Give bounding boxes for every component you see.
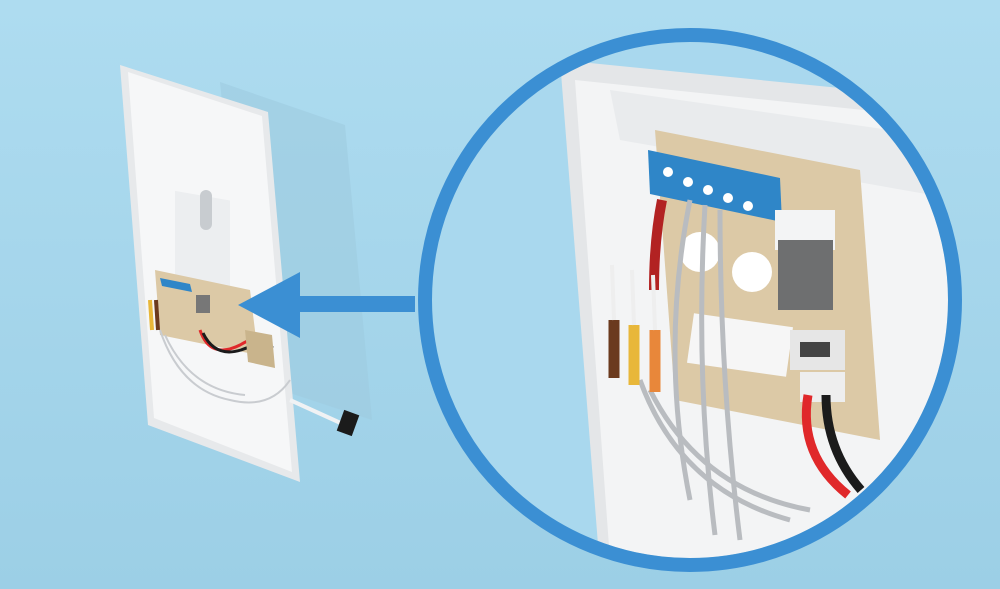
- screw: [680, 232, 720, 272]
- magnified-view: [432, 42, 948, 558]
- callout-arrow: [238, 272, 415, 338]
- screw: [732, 252, 772, 292]
- chip: [778, 240, 833, 310]
- callout-ring: [418, 28, 962, 572]
- wall-plate: [120, 65, 360, 482]
